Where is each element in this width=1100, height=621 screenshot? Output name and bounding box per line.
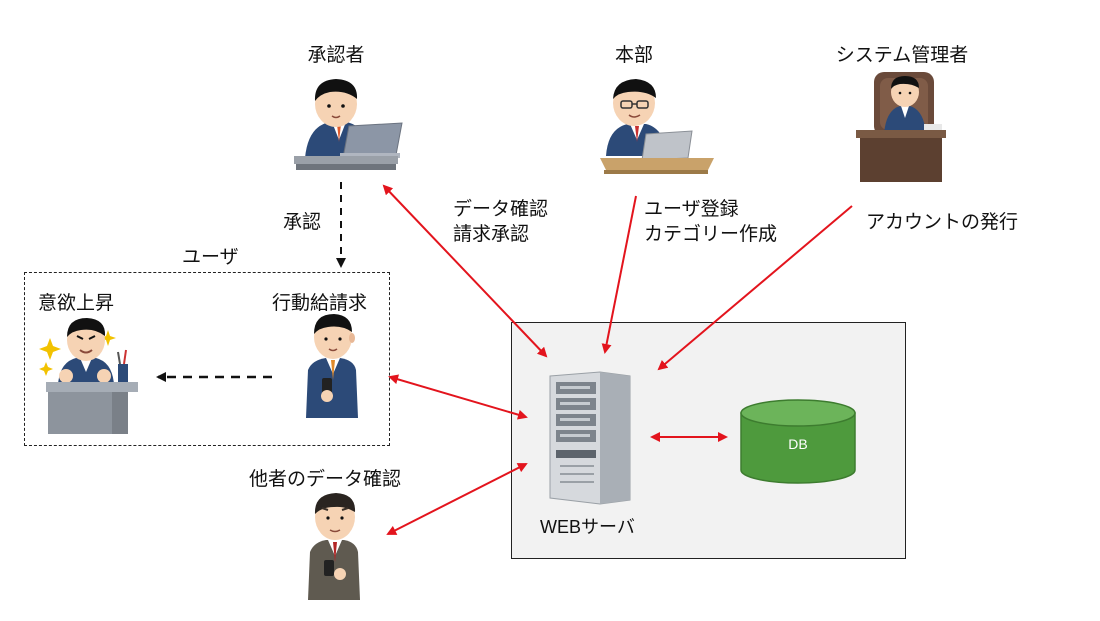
hq-label: 本部 [614, 44, 654, 66]
database-cylinder-icon [740, 399, 856, 484]
user-claimant-person-phone-icon [306, 314, 358, 418]
edge-approver-server-label-2: 請求承認 [453, 223, 530, 245]
db-label: DB [788, 436, 808, 452]
edge-admin-server-label: アカウントの発行 [866, 211, 1019, 233]
approver-person-laptop-icon [294, 79, 403, 170]
edge-hq-server-label-1: ユーザ登録 [644, 198, 739, 220]
edge-hq-server-arrow [601, 195, 637, 354]
server-tower-icon [549, 371, 631, 505]
edge-approve-label: 承認 [283, 211, 322, 233]
user-group-box [24, 272, 390, 446]
user-motivated-label: 意欲上昇 [38, 292, 115, 314]
hq-person-desk-icon [600, 79, 714, 174]
edge-admin-server-arrow [657, 205, 853, 371]
edge-approver-server-label-1: データ確認 [453, 198, 549, 220]
other-viewer-label: 他者のデータ確認 [249, 468, 402, 490]
edge-claimant-server-arrow [388, 374, 528, 420]
other-viewer-person-phone-icon [308, 493, 360, 600]
sysadmin-label: システム管理者 [835, 44, 969, 66]
server-label: WEBサーバ [540, 517, 635, 537]
approver-label: 承認者 [307, 44, 365, 66]
edge-approver-server-arrow [382, 184, 548, 358]
user-motivated-person-celebrate-icon [39, 318, 138, 434]
edge-hq-server-label-2: カテゴリー作成 [644, 223, 778, 245]
user-claimant-label: 行動給請求 [272, 292, 368, 314]
user-group-label: ユーザ [182, 246, 239, 268]
sysadmin-person-boss-icon [856, 72, 946, 182]
edge-viewer-server-arrow [386, 463, 528, 535]
